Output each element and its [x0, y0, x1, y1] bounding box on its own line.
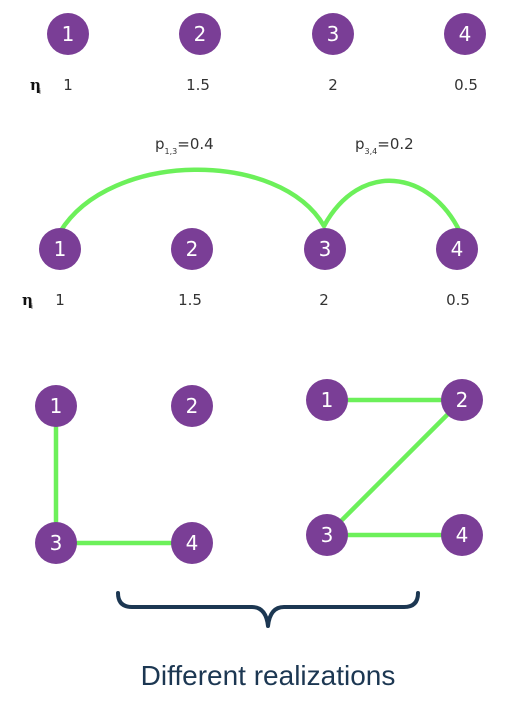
svg-text:4: 4 — [456, 523, 469, 547]
row1-eta-subscript: i — [39, 88, 41, 96]
row1-node-2: 2 — [179, 13, 221, 55]
svg-text:4: 4 — [186, 531, 199, 555]
row1-eta-symbol: η — [30, 76, 41, 94]
realization-right-edge-2-3 — [324, 397, 465, 538]
edge-label-1-3: p1,3=0.4 — [155, 135, 214, 156]
svg-text:3: 3 — [50, 531, 63, 555]
row2-node-4: 4 — [436, 228, 478, 270]
svg-text:1: 1 — [50, 394, 63, 418]
svg-text:3: 3 — [327, 22, 340, 46]
curly-brace — [116, 591, 420, 628]
row2-eta-value-4: 0.5 — [446, 291, 470, 309]
realization-left-node-4: 4 — [171, 522, 213, 564]
realization-right-node-4: 4 — [441, 514, 483, 556]
svg-text:1: 1 — [54, 237, 67, 261]
svg-text:2: 2 — [186, 237, 199, 261]
row1-node-1: 1 — [47, 13, 89, 55]
realization-left-node-1: 1 — [35, 385, 77, 427]
svg-text:2: 2 — [186, 394, 199, 418]
row1-eta-value-4: 0.5 — [454, 76, 478, 94]
caption: Different realizations — [141, 660, 396, 691]
svg-text:4: 4 — [459, 22, 472, 46]
row1-eta-value-2: 1.5 — [186, 76, 210, 94]
realization-left-node-3: 3 — [35, 522, 77, 564]
realization-right-node-3: 3 — [306, 514, 348, 556]
realization-right-node-2: 2 — [441, 379, 483, 421]
row2-eta-value-3: 2 — [319, 291, 329, 309]
row2-eta-symbol: η — [22, 291, 33, 309]
realization-right-node-1: 1 — [306, 379, 348, 421]
row2-node-1: 1 — [39, 228, 81, 270]
svg-text:3: 3 — [321, 523, 334, 547]
row2-eta-subscript: i — [31, 303, 33, 311]
row2-node-3: 3 — [304, 228, 346, 270]
row1-eta-value-1: 1 — [63, 76, 73, 94]
edge-arc-3-4 — [321, 178, 463, 235]
realization-left-node-2: 2 — [171, 385, 213, 427]
svg-text:1: 1 — [62, 22, 75, 46]
svg-text:2: 2 — [194, 22, 207, 46]
row2-eta-value-2: 1.5 — [178, 291, 202, 309]
row2-node-2: 2 — [171, 228, 213, 270]
svg-text:2: 2 — [456, 388, 469, 412]
svg-text:3: 3 — [319, 237, 332, 261]
row1-node-4: 4 — [444, 13, 486, 55]
row1-eta-value-3: 2 — [328, 76, 338, 94]
row1-node-3: 3 — [312, 13, 354, 55]
edge-label-3-4: p3,4=0.2 — [355, 135, 414, 156]
svg-text:1: 1 — [321, 388, 334, 412]
svg-text:4: 4 — [451, 237, 464, 261]
row2-eta-value-1: 1 — [55, 291, 65, 309]
edge-arc-1-3 — [57, 167, 327, 235]
